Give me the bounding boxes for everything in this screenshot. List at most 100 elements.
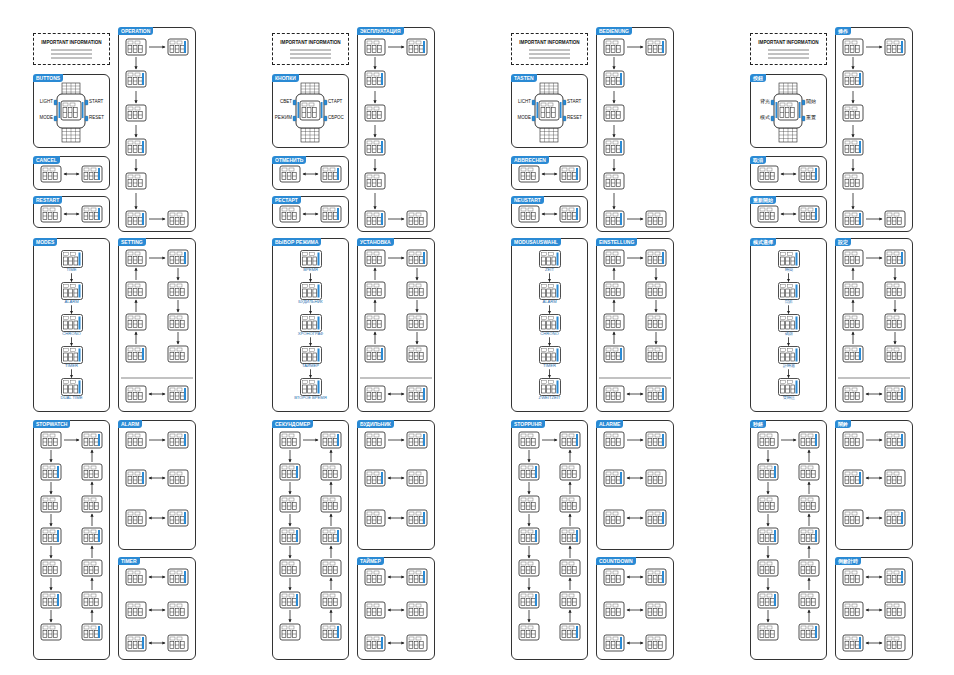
flow-arrow xyxy=(627,440,643,441)
flow-arrow xyxy=(614,125,615,137)
lcd-icon xyxy=(758,560,778,576)
button-label: RESET xyxy=(89,115,109,120)
notice-box: IMPORTANT INFORMATION xyxy=(33,33,110,65)
flow-arrow xyxy=(614,268,615,280)
lcd-icon xyxy=(168,314,188,330)
lcd-icon xyxy=(365,432,385,448)
flow-arrow xyxy=(768,578,769,590)
flow-arrow xyxy=(388,258,404,259)
lcd-screen: ALARM xyxy=(519,282,580,305)
double-arrow xyxy=(866,394,882,395)
lcd-icon xyxy=(280,560,300,576)
lcd-icon xyxy=(604,211,624,227)
lcd-icon xyxy=(604,346,624,362)
lcd-screen: ХРОНОГРАФ xyxy=(280,314,341,337)
flow-arrow xyxy=(853,332,854,344)
flow-arrow xyxy=(331,450,332,462)
flow-arrow xyxy=(331,514,332,526)
lcd-icon xyxy=(843,211,863,227)
lcd-icon xyxy=(604,39,624,55)
flow-arrow xyxy=(866,47,882,48)
flow-arrow xyxy=(331,578,332,590)
flow-arrow xyxy=(92,546,93,558)
flow-arrow xyxy=(178,300,179,312)
section-heading: MODUSAUSWAHL xyxy=(511,238,561,246)
separator xyxy=(360,378,432,379)
flow-connector xyxy=(310,337,311,345)
lcd-icon xyxy=(646,314,666,330)
lcd-icon xyxy=(646,39,666,55)
section-panel: TIMER xyxy=(118,557,196,660)
button-label: LIGHT xyxy=(34,99,53,104)
section-heading: SETTING xyxy=(118,238,146,246)
lcd-icon xyxy=(321,206,341,222)
flow-arrow xyxy=(570,610,571,622)
lcd-icon xyxy=(41,496,61,512)
lcd-icon xyxy=(126,173,146,189)
lcd-icon xyxy=(300,379,321,396)
section-heading: STOPWATCH xyxy=(33,420,70,428)
lcd-icon xyxy=(82,166,102,182)
lcd-outline xyxy=(778,250,800,268)
lcd-icon xyxy=(519,464,539,480)
lcd-icon xyxy=(778,101,798,120)
lcd-icon xyxy=(365,211,385,227)
mode-caption: ZEIT xyxy=(519,268,580,273)
double-arrow xyxy=(866,610,882,611)
button-label: РЕЖИМ xyxy=(273,115,292,120)
flow-arrow xyxy=(895,332,896,344)
lcd-icon xyxy=(321,464,341,480)
lcd-icon xyxy=(604,250,624,266)
flow-connector xyxy=(310,273,311,281)
double-arrow xyxy=(149,610,165,611)
notice-title: IMPORTANT INFORMATION xyxy=(273,34,348,45)
flow-arrow xyxy=(614,159,615,171)
lcd-icon xyxy=(885,386,905,402)
flow-connector xyxy=(549,305,550,313)
lcd-icon xyxy=(843,386,863,402)
flow-arrow xyxy=(136,57,137,69)
flow-arrow xyxy=(290,450,291,462)
lcd-icon xyxy=(82,592,102,608)
section-panel: ABBRECHEN xyxy=(511,156,588,190)
lcd-outline xyxy=(778,314,800,332)
flow-arrow xyxy=(149,219,165,220)
double-arrow xyxy=(866,577,882,578)
lcd-icon xyxy=(560,624,580,640)
lcd-icon xyxy=(280,592,300,608)
lcd-icon xyxy=(560,560,580,576)
text-line xyxy=(51,50,92,51)
lcd-icon xyxy=(365,510,385,526)
section-heading: ALARME xyxy=(596,420,623,428)
lcd-icon xyxy=(843,510,863,526)
lcd-icon xyxy=(799,496,819,512)
section-panel: EINSTELLUNG xyxy=(596,238,674,412)
button-label: LICHT xyxy=(512,99,531,104)
lcd-icon xyxy=(168,635,188,651)
lcd-icon xyxy=(843,346,863,362)
lcd-icon xyxy=(560,496,580,512)
lcd-icon xyxy=(300,315,321,332)
section-heading: ВЫБОР РЕЖИМА xyxy=(272,238,321,246)
lcd-icon xyxy=(321,528,341,544)
double-arrow xyxy=(627,518,643,519)
section-panel: MODESTIMEALARMCHRONOTIMERDUAL TIME xyxy=(33,238,110,412)
section-heading: RESTART xyxy=(33,196,62,204)
double-arrow xyxy=(149,643,165,644)
lcd-icon xyxy=(280,166,300,182)
lcd-icon xyxy=(82,528,102,544)
lcd-icon xyxy=(758,432,778,448)
flow-arrow xyxy=(375,193,376,209)
flow-arrow xyxy=(136,332,137,344)
lcd-screen: CHRONO xyxy=(41,314,102,337)
double-arrow xyxy=(149,394,165,395)
section-panel: MODUSAUSWAHLZEITALARMCHRONOTIMERZWEITZEI… xyxy=(511,238,588,412)
mode-caption: ALARM xyxy=(519,300,580,305)
flow-arrow xyxy=(290,482,291,494)
section-heading: 重新開始 xyxy=(750,196,776,204)
flow-arrow xyxy=(331,610,332,622)
flow-arrow xyxy=(178,268,179,280)
double-arrow xyxy=(542,214,557,215)
mode-caption: 碼錶 xyxy=(758,332,819,337)
